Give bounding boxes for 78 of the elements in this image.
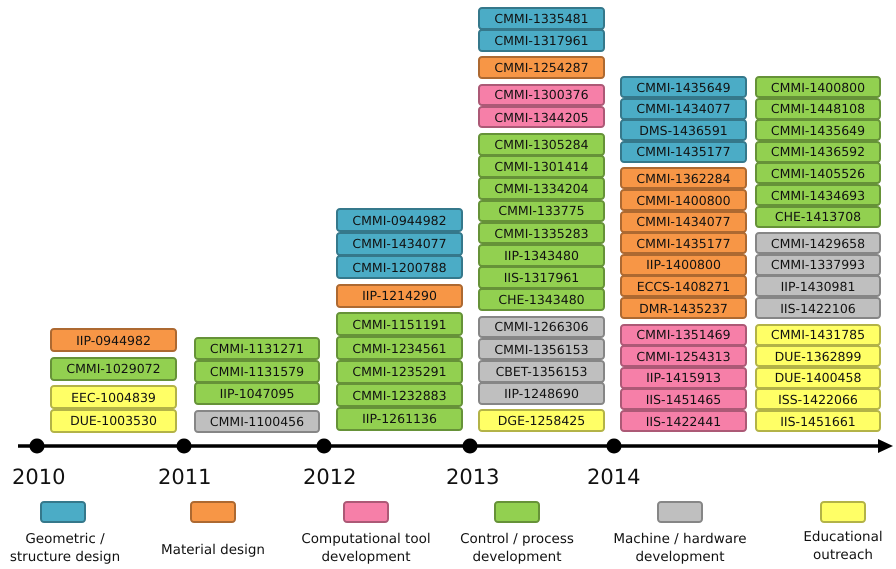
grant-box: CMMI-1344205 — [478, 106, 605, 128]
year-label: 2014 — [587, 465, 640, 489]
grant-box: CMMI-1232883 — [336, 383, 463, 408]
grant-box: IIP-1343480 — [478, 244, 605, 267]
grant-box: CMMI-1448108 — [755, 98, 881, 120]
grant-box: CMMI-1254287 — [478, 56, 605, 80]
grant-box: IIS-1451465 — [620, 388, 747, 410]
grant-box: CMMI-1429658 — [755, 232, 881, 254]
year-label: 2013 — [446, 465, 500, 489]
grant-box: CMMI-1435649 — [620, 76, 747, 98]
grant-box: CMMI-1435649 — [755, 119, 881, 142]
grant-box: IIS-1317961 — [478, 266, 605, 289]
grant-box: CMMI-1434077 — [336, 232, 463, 256]
grant-box: CMMI-1434077 — [620, 210, 747, 233]
grant-box: CMMI-0944982 — [336, 208, 463, 232]
grant-box: DUE-1400458 — [755, 366, 881, 389]
grant-box: CMMI-1356153 — [478, 338, 605, 360]
grant-box: CMMI-1431785 — [755, 324, 881, 346]
grant-box: CMMI-1300376 — [478, 84, 605, 106]
grant-box: CMMI-1400800 — [620, 189, 747, 212]
grant-box: IIP-1248690 — [478, 382, 605, 405]
grant-box: CMMI-1434693 — [755, 184, 881, 206]
legend-label: Machine / hardware development — [612, 530, 748, 566]
grant-box: IIP-1400800 — [620, 254, 747, 276]
grant-box: DUE-1003530 — [50, 408, 177, 432]
grant-box: DGE-1258425 — [478, 409, 605, 432]
grant-box: CMMI-1266306 — [478, 316, 605, 338]
grant-box: CMMI-1305284 — [478, 133, 605, 156]
grant-box: CMMI-1334204 — [478, 177, 605, 200]
grant-box: CMMI-1029072 — [50, 356, 177, 380]
grant-box: CMMI-1400800 — [755, 76, 881, 98]
grant-box: IIP-1047095 — [194, 382, 320, 405]
grant-box: ISS-1422066 — [755, 388, 881, 410]
grant-box: IIP-0944982 — [50, 328, 177, 352]
grant-box: CMMI-1351469 — [620, 324, 747, 346]
grant-box: IIP-1415913 — [620, 366, 747, 389]
grant-box: CMMI-1235291 — [336, 360, 463, 384]
grant-box: CMMI-1405526 — [755, 162, 881, 184]
grant-box: CMMI-1234561 — [336, 336, 463, 360]
grant-box: CMMI-1362284 — [620, 167, 747, 190]
grant-box: DMR-1435237 — [620, 297, 747, 320]
grant-box: IIP-1430981 — [755, 275, 881, 298]
grant-box: DUE-1362899 — [755, 345, 881, 368]
grant-box: CMMI-1335481 — [478, 7, 605, 30]
grant-box: CMMI-1317961 — [478, 29, 605, 52]
year-label: 2012 — [303, 465, 356, 489]
grant-box: CMMI-1151191 — [336, 312, 463, 336]
legend-label: Material design — [160, 541, 266, 560]
grant-box: DMS-1436591 — [620, 119, 747, 142]
grant-box: CMMI-1131579 — [194, 360, 320, 382]
grant-box: CMMI-1335283 — [478, 222, 605, 244]
grant-box: CMMI-1131271 — [194, 337, 320, 360]
grant-box: CBET-1356153 — [478, 360, 605, 383]
year-label: 2010 — [12, 465, 66, 489]
grant-box: EEC-1004839 — [50, 385, 177, 409]
grant-box: CMMI-1436592 — [755, 140, 881, 163]
grant-box: CMMI-1254313 — [620, 345, 747, 368]
grant-box: IIS-1451661 — [755, 410, 881, 432]
grant-box: IIP-1261136 — [336, 406, 463, 431]
grant-box: CMMI-1100456 — [194, 410, 320, 432]
grant-box: ECCS-1408271 — [620, 275, 747, 298]
grant-box: CMMI-1301414 — [478, 155, 605, 178]
year-label: 2011 — [158, 465, 212, 489]
grant-box: CMMI-133775 — [478, 200, 605, 222]
legend-label: Educational outreach — [802, 528, 884, 564]
legend-label: Computational tool development — [300, 530, 432, 566]
grant-box: IIP-1214290 — [336, 284, 463, 308]
legend-label: Geometric / structure design — [8, 530, 122, 566]
grant-box: CMMI-1435177 — [620, 140, 747, 163]
grant-box: CMMI-1435177 — [620, 232, 747, 254]
grant-box: CHE-1413708 — [755, 206, 881, 228]
legend-label: Control / process development — [459, 530, 575, 566]
grant-box: IIS-1422106 — [755, 297, 881, 320]
grant-box: CMMI-1337993 — [755, 254, 881, 276]
grant-box: CHE-1343480 — [478, 288, 605, 312]
grant-box: CMMI-1434077 — [620, 98, 747, 120]
grant-box: CMMI-1200788 — [336, 255, 463, 280]
grant-box: IIS-1422441 — [620, 410, 747, 432]
